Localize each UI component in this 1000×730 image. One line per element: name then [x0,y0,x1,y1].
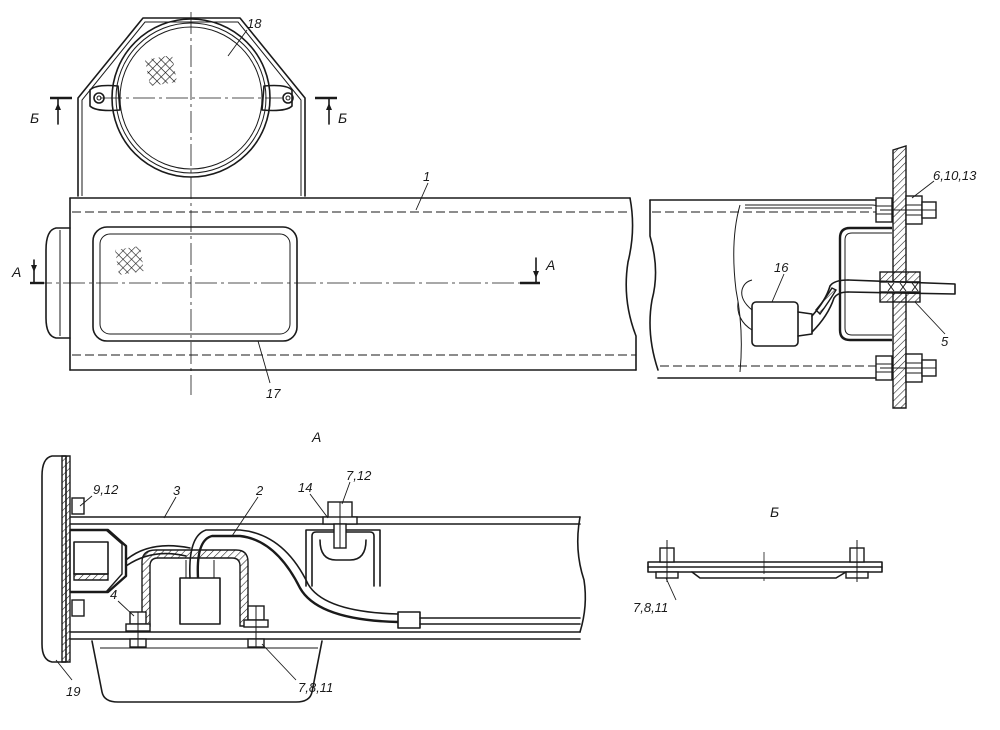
label-1: 1 [423,169,430,184]
lens-grid [145,55,177,86]
label-5: 5 [941,334,949,349]
lower-lamp-housing [91,640,323,703]
section-label-a-right: А [545,257,555,273]
section-label-b-left: Б [30,110,39,126]
label-4: 4 [110,587,117,602]
label-18: 18 [247,16,262,31]
bolt-top [875,195,937,225]
grommet-5 [847,271,956,303]
cable-2 [125,529,581,629]
lamp-housing-18 [77,12,306,395]
beam-left-part [30,197,637,371]
label-19: 19 [66,684,80,699]
label-3: 3 [173,483,181,498]
label-7-8-11-b: 7,8,11 [633,600,668,615]
lamp-19 [41,455,71,663]
bolts-section-a [71,497,269,648]
clip-14 [305,501,381,587]
label-17: 17 [266,386,281,401]
section-a-view: А [41,429,587,703]
view-b: Б 7,8,11 [633,504,883,615]
leaders-section-a: 9,12 3 2 14 7,12 4 7,8,11 19 [55,468,372,699]
inner-socket [69,528,128,594]
window-grid [115,246,144,275]
label-14: 14 [298,480,312,495]
label-7-8-11-a: 7,8,11 [298,680,333,695]
top-view: Б Б А [11,12,977,409]
label-16: 16 [774,260,789,275]
view-a-title: А [311,429,321,445]
label-7-12: 7,12 [346,468,372,483]
section-label-b-right: Б [338,110,347,126]
section-label-a-left: А [11,264,21,280]
bolt-bottom [875,353,937,383]
view-b-bolt-left [655,540,679,582]
beam-right-part [649,199,883,379]
label-2: 2 [255,483,264,498]
socket-bracket [141,549,249,627]
section-mark-a: А А [11,257,555,285]
view-b-bolt-right [845,540,869,582]
view-b-title: Б [770,504,779,520]
leaders-top: 18 1 17 16 6,10,13 5 [227,16,977,401]
label-9-12: 9,12 [93,482,119,497]
mounting-bracket [838,226,892,342]
label-6-10-13: 6,10,13 [933,168,977,183]
connector-16 [737,279,849,347]
section-mark-b-top: Б Б [30,96,347,126]
